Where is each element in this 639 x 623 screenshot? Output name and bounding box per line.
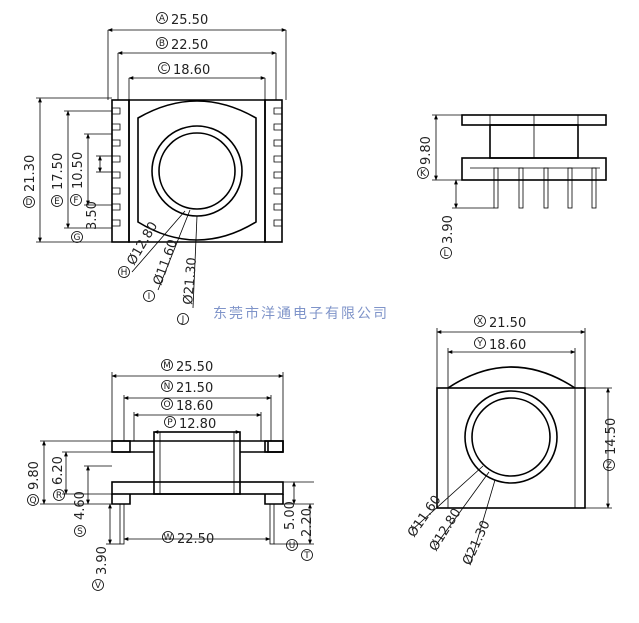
bottom-view: X 21.50 Y 18.60 Z 14.50 Ø11.60 Ø12.80 Ø2… <box>405 315 619 568</box>
dim-f-value: 10.50 <box>71 152 86 189</box>
dim-e-value: 17.50 <box>51 153 66 190</box>
base-feet <box>111 494 284 505</box>
tag-x: X <box>477 317 483 327</box>
bottom-hole-inner <box>471 397 551 477</box>
tag-y: Y <box>476 339 483 349</box>
dim-j-value: Ø21.30 <box>181 257 200 306</box>
top-view: A 25.50 B 22.50 C 18.60 D 21.30 E 17.50 <box>23 12 287 325</box>
dim-r-value: 6.20 <box>51 456 66 485</box>
left-pin <box>119 503 125 545</box>
tag-a: A <box>159 14 166 24</box>
center-hole-inner <box>158 132 236 210</box>
bobbin-body <box>128 99 266 243</box>
tag-s: S <box>77 527 83 537</box>
right-pin-notches <box>273 107 282 227</box>
dim-x-value: 21.50 <box>489 316 526 331</box>
dim-u-value: 5.00 <box>283 501 298 530</box>
left-pin-notches <box>112 107 121 227</box>
side-view: K 9.80 L 3.90 <box>417 114 607 259</box>
dim-d3-value: Ø21.30 <box>460 518 494 567</box>
center-hole-outer <box>151 125 243 217</box>
side-pins <box>493 167 597 209</box>
tag-o: O <box>163 400 170 410</box>
tag-d: D <box>26 198 33 208</box>
tag-r: R <box>56 491 62 501</box>
base-flange <box>111 481 284 495</box>
tag-t: T <box>303 551 310 561</box>
front-view: M 25.50 N 21.50 O 18.60 P 12.80 Q 9.80 R <box>27 359 315 591</box>
base-outline <box>436 387 586 509</box>
dim-k-value: 9.80 <box>419 136 434 165</box>
bottom-flange <box>461 157 607 181</box>
tag-p: P <box>167 418 173 428</box>
dim-z-value: 14.50 <box>604 418 619 455</box>
left-pin-strip <box>111 99 130 243</box>
tag-b: B <box>159 39 165 49</box>
tag-e: E <box>54 197 60 207</box>
core-window <box>137 100 257 241</box>
tag-i: I <box>148 292 151 302</box>
right-pin-strip <box>264 99 283 243</box>
tag-j: J <box>181 315 185 325</box>
tag-z: Z <box>606 461 612 471</box>
tag-a-circle <box>156 12 168 24</box>
tag-c: C <box>161 64 167 74</box>
tag-u: U <box>289 541 296 551</box>
dim-t-value: 2.20 <box>300 508 315 537</box>
tag-v: V <box>95 581 102 591</box>
dim-a-value: 25.50 <box>171 13 208 28</box>
dim-y-value: 18.60 <box>489 338 526 353</box>
base-arc <box>447 366 576 389</box>
tag-g: G <box>74 233 81 243</box>
dim-h-value: Ø12.80 <box>124 219 161 268</box>
tag-f: F <box>73 196 78 206</box>
dim-l-value: 3.90 <box>441 215 456 244</box>
dim-w-value: 22.50 <box>177 532 214 547</box>
tag-q: Q <box>29 496 36 506</box>
dim-q-value: 9.80 <box>27 461 42 490</box>
dim-n-value: 21.50 <box>176 381 213 396</box>
top-ledge <box>112 440 284 453</box>
right-pin <box>269 503 275 545</box>
dim-s-value: 4.60 <box>73 491 88 520</box>
tag-w: W <box>164 533 173 543</box>
dim-g-value: 3.50 <box>85 201 100 230</box>
dim-v-value: 3.90 <box>95 546 110 575</box>
tag-l: L <box>443 249 448 259</box>
dim-b-value: 22.50 <box>171 38 208 53</box>
company-watermark: 东莞市洋通电子有限公司 <box>213 306 389 322</box>
dim-p-value: 12.80 <box>179 417 216 432</box>
dim-o-value: 18.60 <box>176 399 213 414</box>
tag-n: N <box>164 382 171 392</box>
dim-c-value: 18.60 <box>173 63 210 78</box>
bottom-hole-outer <box>464 390 558 484</box>
dim-m-value: 25.50 <box>176 360 213 375</box>
tag-k: K <box>420 169 427 179</box>
tag-h: H <box>121 268 128 278</box>
dim-d-value: 21.30 <box>23 155 38 192</box>
tag-m: M <box>163 361 171 371</box>
